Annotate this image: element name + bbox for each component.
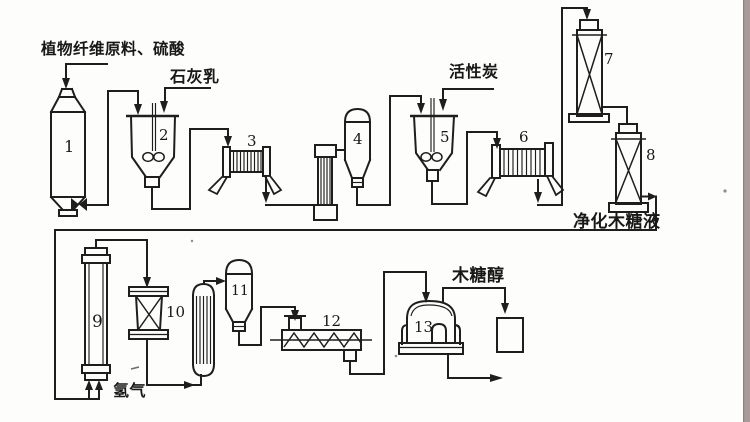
preheater-exchanger	[313, 144, 346, 221]
purified-xylose-return-line: 净化木糖液 氢气	[54, 211, 661, 400]
arrow-down-icon	[224, 136, 232, 147]
agitator-shaft	[430, 98, 435, 152]
agitator-shaft	[151, 103, 157, 151]
equipment-number-9: 9	[92, 312, 103, 332]
arrow-right-icon	[648, 192, 657, 201]
equipment-number-10: 10	[166, 303, 185, 321]
arrow-down-icon	[62, 78, 70, 89]
page-edge-shadow	[743, 0, 745, 422]
equipment-number-3: 3	[247, 132, 257, 150]
packing-cross	[615, 138, 642, 203]
equipment-number-13: 13	[414, 318, 433, 336]
xylitol-label: 木糖醇	[451, 265, 505, 286]
page-edge-band	[744, 0, 750, 422]
activated-carbon-label: 活性炭	[449, 62, 499, 81]
impeller-icon	[420, 152, 432, 162]
arrow-down-icon	[583, 9, 591, 20]
equipment-number-4: 4	[353, 130, 363, 148]
arrow-right-icon	[216, 277, 226, 285]
ion-exchange-column-7: 7	[561, 7, 628, 206]
centrifuge-13: 13 木糖醇	[398, 265, 509, 382]
drum-filter-6: 6	[476, 128, 565, 206]
screw-conveyor-12: 12	[270, 271, 430, 375]
screw-flights	[283, 331, 362, 349]
feed-label: 植物纤维原料、硫酸	[40, 39, 185, 58]
arrow-down-icon	[160, 101, 168, 113]
product-container	[496, 317, 524, 353]
stand-leg	[207, 176, 229, 196]
packing-cross	[135, 295, 163, 331]
arrow-up-icon	[95, 380, 103, 390]
arrow-down-icon	[493, 138, 501, 149]
arrow-right-icon	[184, 381, 195, 389]
equipment-number-6: 6	[519, 128, 529, 146]
basket	[431, 322, 447, 344]
arrow-down-icon	[417, 103, 425, 114]
arrow-down-icon	[534, 192, 542, 203]
valve-icon	[71, 198, 79, 211]
arrow-right-icon	[490, 374, 503, 382]
equipment-number-11: 11	[231, 283, 249, 299]
impeller-icon	[142, 151, 154, 163]
equipment-number-1: 1	[64, 137, 74, 156]
equipment-number-7: 7	[604, 50, 614, 68]
arrow-down-icon	[143, 277, 151, 288]
arrow-down-icon	[422, 292, 430, 303]
scan-artifacts	[130, 0, 750, 422]
neutralizer-vessel-2: 石灰乳 2	[126, 67, 232, 210]
equipment-number-5: 5	[440, 128, 450, 146]
equipment-number-2: 2	[159, 126, 169, 144]
decolorizer-vessel-5: 活性炭 5	[410, 62, 501, 205]
lime-label: 石灰乳	[169, 67, 220, 86]
purified-xylose-label: 净化木糖液	[573, 211, 661, 232]
equipment-number-12: 12	[322, 312, 341, 330]
arrow-up-icon	[85, 380, 93, 390]
crystallizer-vessel-11: 11	[224, 258, 299, 346]
digester-vessel-1: 植物纤维原料、硫酸 1	[40, 39, 185, 217]
arrow-down-icon	[501, 303, 509, 314]
stand-leg	[263, 175, 283, 196]
hydrogenation-column-9: 9	[81, 239, 151, 381]
packing-cross	[576, 34, 603, 115]
hydrogen-label: 氢气	[113, 381, 146, 400]
arrow-down-icon	[439, 99, 447, 111]
equipment-number-8: 8	[646, 146, 656, 164]
arrow-down-icon	[134, 104, 142, 115]
arrow-down-icon	[262, 192, 270, 203]
evaporator-exchanger	[191, 277, 226, 378]
flash-vessel-4: 4	[343, 95, 425, 206]
drum-filter-3: 3	[207, 132, 317, 206]
ion-exchanger-10: 10	[128, 286, 202, 389]
stand-leg	[476, 177, 497, 198]
ion-exchange-column-8: 8	[608, 123, 657, 231]
stand-leg	[545, 175, 565, 197]
